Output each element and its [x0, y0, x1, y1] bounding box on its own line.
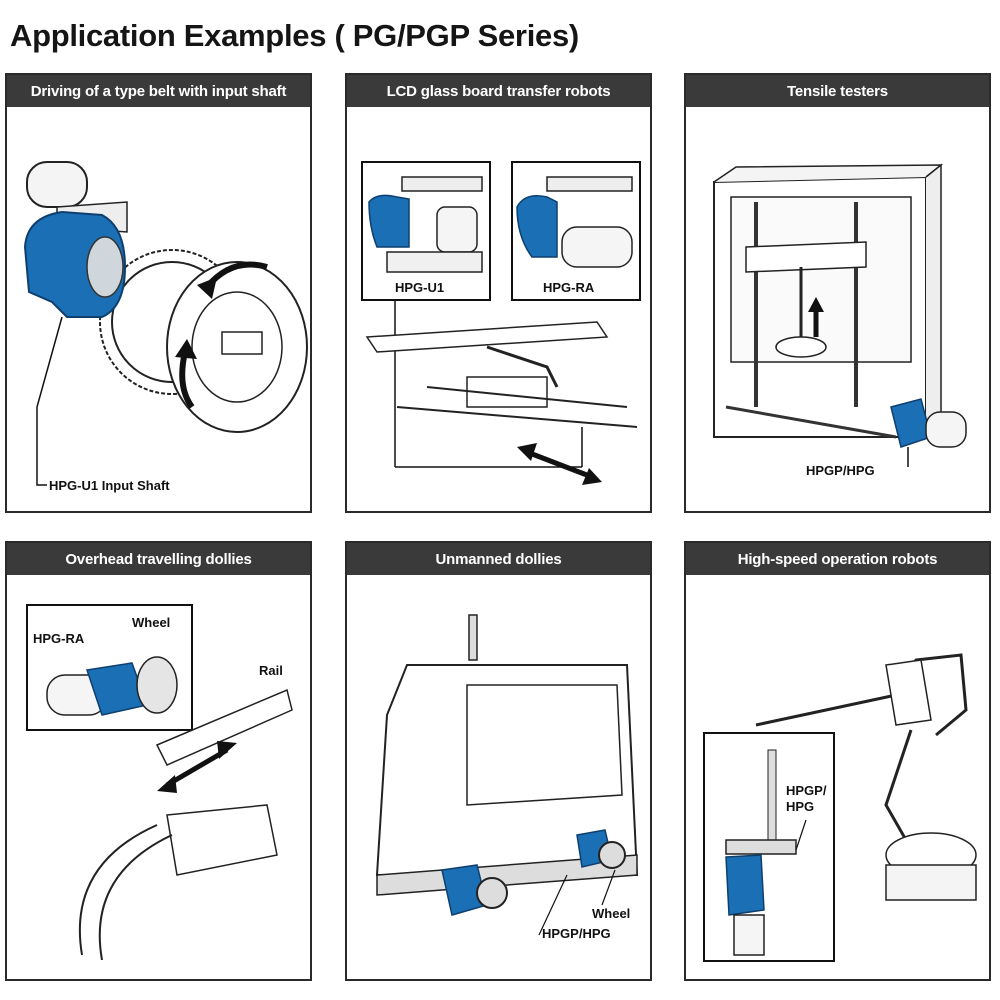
panel-unmanned-dollies: Unmanned dollies Wheel HPGP/HPG — [345, 541, 652, 981]
belt-drive-illustration: HPG-U1 Input Shaft — [23, 161, 308, 493]
label-hpg-ra: HPG-RA — [543, 280, 595, 295]
lcd-transfer-illustration: HPG-U1 HPG-RA — [361, 161, 641, 485]
label-hpg-u1: HPG-U1 — [395, 280, 444, 295]
operation-robot-illustration: HPGP/ HPG — [703, 653, 977, 962]
overhead-dolly-illustration: HPG-RA Wheel Rail — [26, 604, 293, 961]
label-hpg: HPG — [786, 799, 814, 814]
panel-title: Unmanned dollies — [347, 543, 650, 575]
label-hpgp-hpg: HPGP/HPG — [542, 926, 611, 941]
label-hpg-ra: HPG-RA — [33, 631, 85, 646]
label-wheel: Wheel — [592, 906, 630, 921]
label-hpgp-hpg: HPGP/HPG — [806, 463, 875, 478]
label-hpgp: HPGP/ — [786, 783, 827, 798]
label-rail: Rail — [259, 663, 283, 678]
panel-title: Overhead travelling dollies — [7, 543, 310, 575]
panel-title: Driving of a type belt with input shaft — [7, 75, 310, 107]
tensile-tester-illustration: HPGP/HPG — [713, 163, 967, 478]
label-hpg-u1-input-shaft: HPG-U1 Input Shaft — [49, 478, 170, 493]
panel-belt-drive: Driving of a type belt with input shaft … — [5, 73, 312, 513]
page-title: Application Examples ( PG/PGP Series) — [10, 18, 579, 53]
panel-lcd-transfer: LCD glass board transfer robots HPG-U1 H… — [345, 73, 652, 513]
label-wheel: Wheel — [132, 615, 170, 630]
panel-title: LCD glass board transfer robots — [347, 75, 650, 107]
unmanned-dolly-illustration: Wheel HPGP/HPG — [375, 614, 639, 941]
panel-operation-robots: High-speed operation robots HPGP/ HPG — [684, 541, 991, 981]
panel-title: Tensile testers — [686, 75, 989, 107]
panel-overhead-dollies: Overhead travelling dollies HPG-RA Wheel… — [5, 541, 312, 981]
panel-tensile-testers: Tensile testers HPGP/HPG — [684, 73, 991, 513]
panel-title: High-speed operation robots — [686, 543, 989, 575]
